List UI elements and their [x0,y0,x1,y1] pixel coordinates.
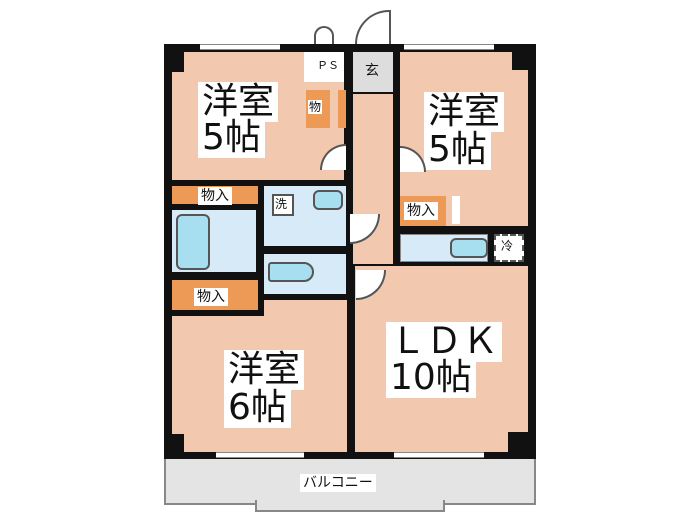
closet-w2-label: 物入 [194,288,228,306]
room-western-nw-size: 5帖 [198,118,265,158]
balcony-label: バルコニー [300,474,376,492]
entrance-door[interactable] [355,10,391,44]
bathtub [176,214,210,270]
closet-ne-label: 物入 [404,202,438,220]
balcony-step [255,500,445,512]
fridge-label: 冷 [498,238,517,254]
kitchen-sink [450,238,488,258]
corner-pillar [512,52,528,70]
room-western-sw-size: 6帖 [224,388,291,428]
wash-basin [313,190,343,210]
room-western-nw-name: 洋室 [198,82,279,122]
room-western-ne-size: 5帖 [424,130,491,170]
room-ldk-size: 10帖 [386,358,476,398]
entrance-label: 玄 [365,63,379,79]
window-sw [216,452,304,458]
room-western-ne-name: 洋室 [424,92,505,132]
window-ne [404,44,494,50]
ps-label: ＰＳ [314,58,342,73]
corner-pillar [508,432,528,452]
washer-label: 洗 [275,197,288,211]
room-western-sw-ext [264,300,347,320]
storage-small-2 [338,90,346,128]
room-western-sw-name: 洋室 [224,350,305,390]
corner-pillar [172,434,184,452]
ps-door[interactable] [314,26,334,44]
room-ldk-name: ＬＤＫ [386,322,503,362]
closet-ne-slot [452,196,460,224]
closet-w1-label: 物入 [198,187,232,205]
window-se [394,452,484,458]
entrance [353,52,393,92]
corner-pillar [172,52,184,72]
storage-small-label: 物 [308,100,323,114]
window-nw [200,44,280,50]
toilet [268,262,314,282]
